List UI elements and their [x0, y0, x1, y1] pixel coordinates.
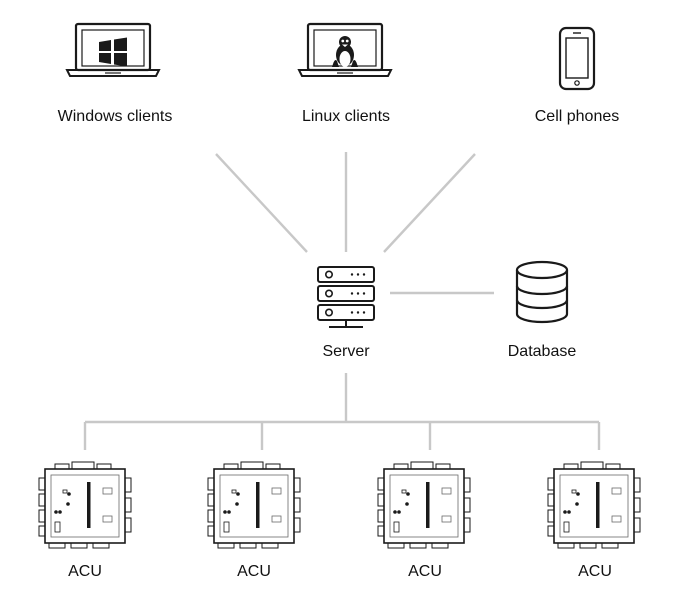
acu-board-icon — [207, 461, 301, 549]
label-acu-4: ACU — [578, 563, 612, 580]
label-database: Database — [507, 343, 577, 360]
acu-board-icon — [38, 461, 132, 549]
connector-lines — [83, 152, 601, 450]
acu-board-icon — [547, 461, 641, 549]
label-acu-3: ACU — [408, 563, 442, 580]
connector-windows-server — [215, 153, 308, 253]
server-icon — [317, 266, 375, 328]
label-windows-clients: Windows clients — [57, 108, 173, 125]
label-acu-1: ACU — [68, 563, 102, 580]
label-linux-clients: Linux clients — [301, 108, 391, 125]
acu-board-icon — [377, 461, 471, 549]
cell-phone-icon — [558, 26, 596, 91]
connector-phones-server — [383, 153, 476, 253]
database-icon — [515, 260, 569, 324]
label-cell-phones: Cell phones — [534, 108, 620, 125]
windows-laptop-icon — [65, 22, 161, 78]
linux-laptop-icon — [297, 22, 393, 78]
label-acu-2: ACU — [237, 563, 271, 580]
label-server: Server — [322, 343, 370, 360]
